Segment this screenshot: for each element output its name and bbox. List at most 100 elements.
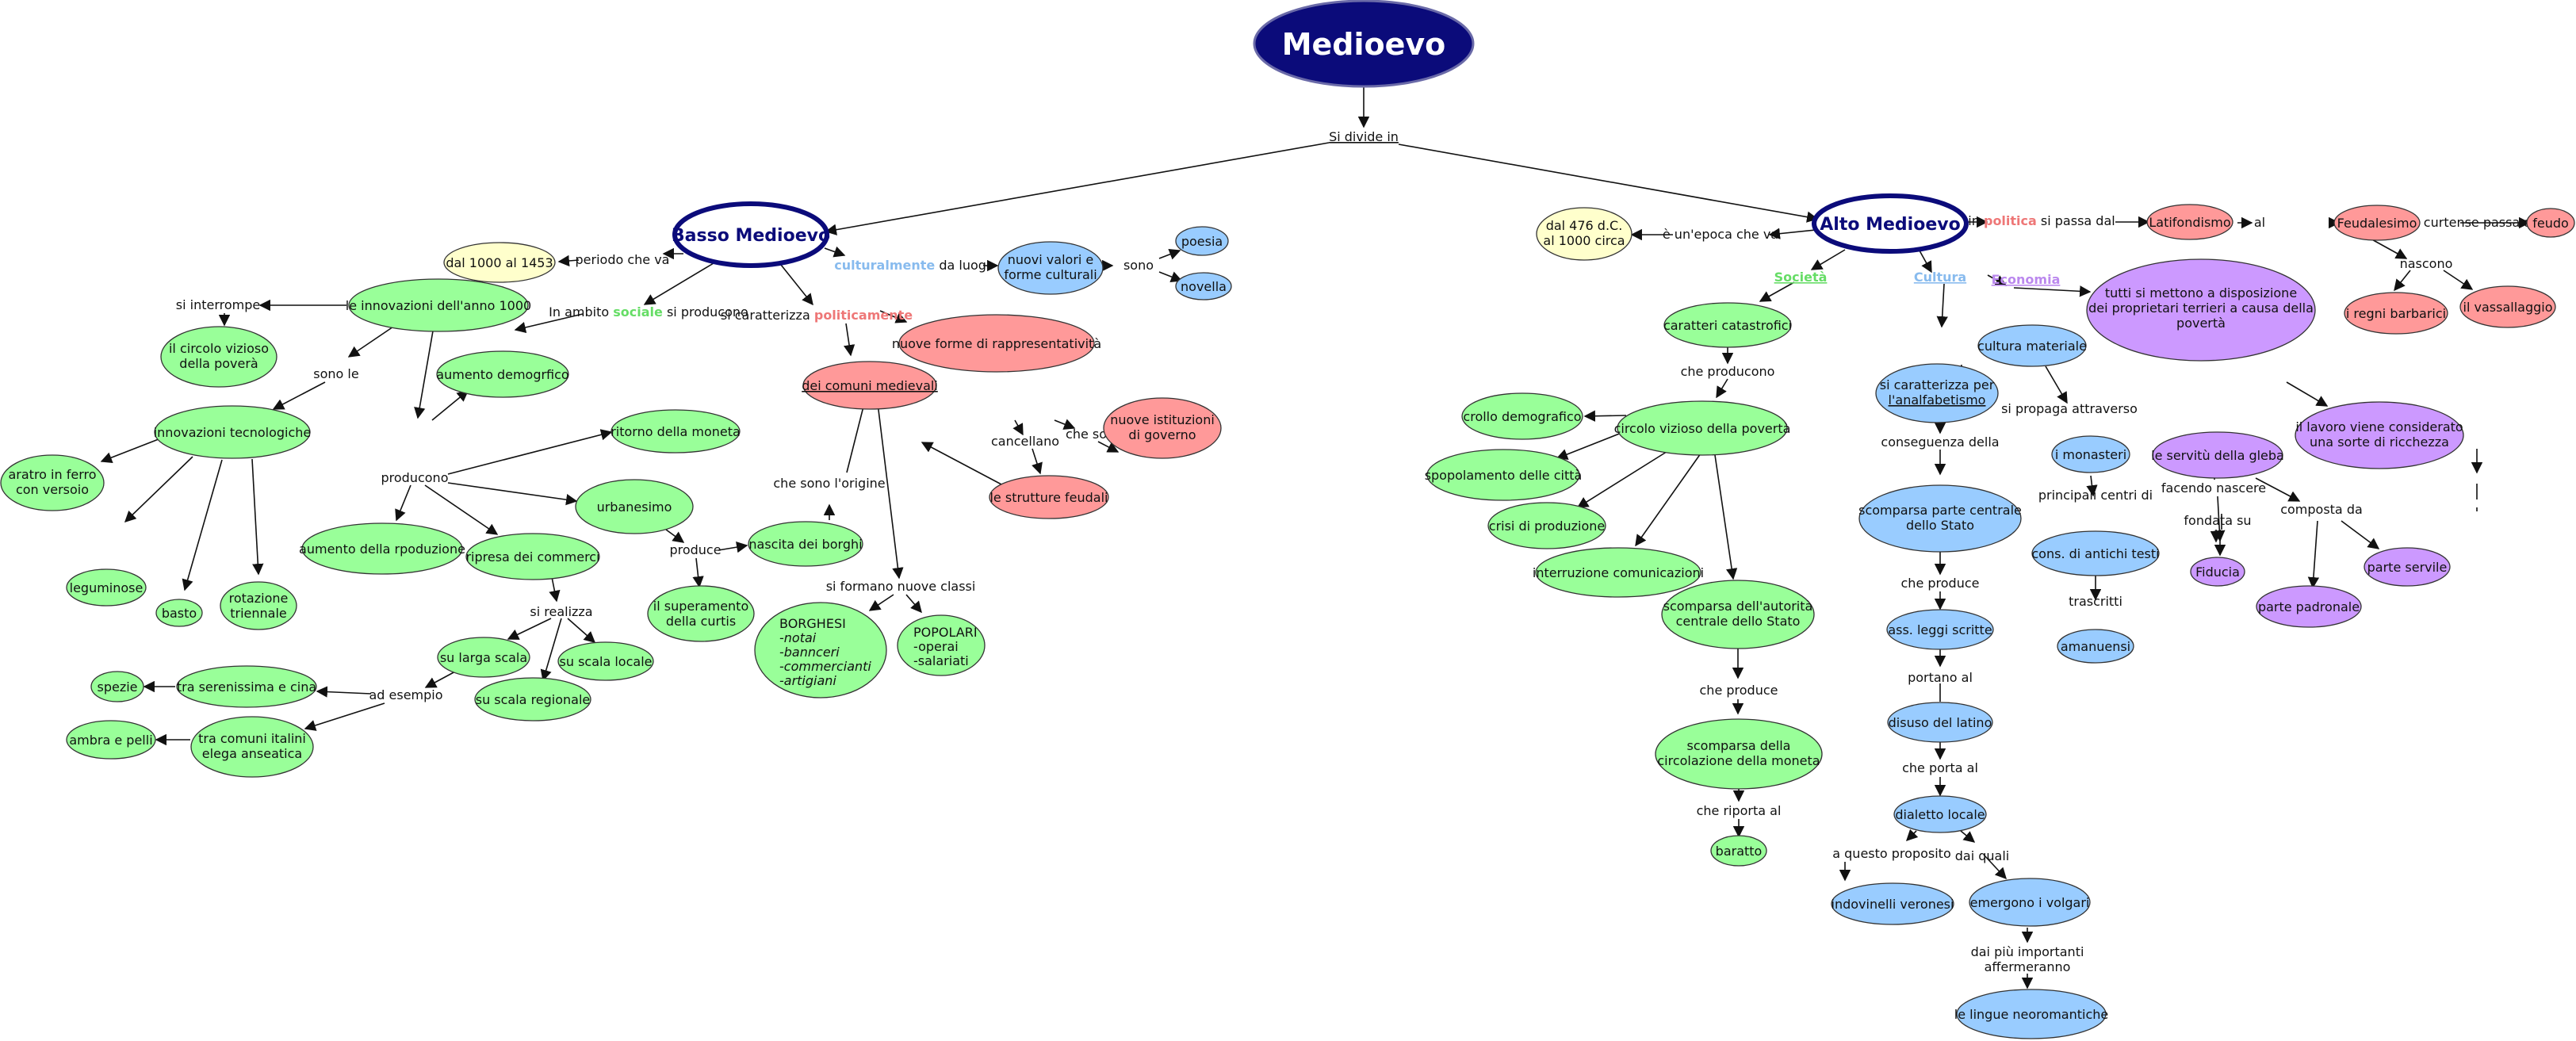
node-innovazioni-1000[interactable]: le innovazioni dell'anno 1000 (346, 278, 531, 332)
node-alto-medioevo[interactable]: Alto Medioevo (1812, 193, 1969, 254)
node-crisi-produzione[interactable]: crisi di produzione (1487, 502, 1606, 549)
label-in: in (1968, 213, 1980, 228)
node-ambra[interactable]: ambra e pelli (66, 720, 156, 760)
node-larga-scala[interactable]: su larga scala (437, 637, 530, 678)
node-lingue-neoromantiche[interactable]: le lingue neoromantiche (1954, 989, 2108, 1039)
label-facendo-nascere: facendo nascere (2161, 480, 2266, 496)
node-aumento-rpoduzione[interactable]: aumento della rpoduzione (299, 522, 465, 575)
node-nascita-borghi[interactable]: nascita dei borghi (748, 521, 863, 567)
node-crollo-demografico[interactable]: crollo demografico (1461, 392, 1583, 440)
node-borghesi[interactable]: BORGHESI -notai -bannceri -commercianti … (754, 602, 887, 698)
node-parte-padronale[interactable]: parte padronale (2256, 585, 2362, 628)
label-che-sono-lorigine: che sono l'origine (773, 476, 885, 491)
node-vassallaggio[interactable]: il vassallaggio (2459, 285, 2556, 328)
node-emergono[interactable]: emergono i volgari (1969, 878, 2091, 927)
node-spezie[interactable]: spezie (90, 671, 144, 702)
label-si-propaga-attraverso: si propaga attraverso (2001, 401, 2138, 416)
node-servitu-gleba[interactable]: le servitù della gleba (2151, 431, 2284, 479)
node-scomparsa-parte-centrale-line-1: scomparsa parte centrale (1858, 503, 2022, 518)
node-basso-medioevo[interactable]: Basso Medioevo (672, 201, 830, 268)
node-indovinelli[interactable]: indovinelli veronesi (1831, 882, 1954, 925)
node-popolari[interactable]: POPOLARI -operai -salariati (897, 614, 986, 676)
node-basto[interactable]: basto (155, 599, 203, 627)
node-ripresa-commerci-text: ripresa dei commerci (465, 549, 599, 565)
node-borghesi-line-5: -artigiani (779, 673, 836, 688)
label-si-formano-nuove-classi: si formano nuove classi (826, 579, 976, 594)
node-nuove-istituzioni-line-2: di governo (1128, 427, 1196, 442)
node-urbanesimo[interactable]: urbanesimo (575, 479, 694, 534)
node-dal-476-line-1: dal 476 d.C. (1546, 218, 1623, 233)
node-innovazioni-tecnologiche[interactable]: innovazioni tecnologiche (154, 405, 312, 459)
node-popolari-line-3: -salariati (913, 653, 969, 668)
node-dialetto[interactable]: dialetto locale (1893, 795, 1987, 833)
node-antichi-testi[interactable]: cons. di antichi testi (2031, 530, 2160, 576)
node-nuove-forme[interactable]: nuove forme di rappresentatività (892, 314, 1101, 373)
node-cultura-materiale[interactable]: cultura materiale (1977, 324, 2087, 367)
node-interruzione-text: interruzione comunicazioni (1533, 565, 1704, 580)
node-feudo[interactable]: feudo (2526, 208, 2575, 238)
node-disposizione-line-3: povertà (2176, 316, 2226, 331)
node-aumento-demogrfico[interactable]: aumento demogrfico (436, 350, 569, 398)
node-regni-barbarici[interactable]: i regni barbarici (2344, 292, 2448, 335)
node-strutture-feudali[interactable]: le strutture feudali (989, 475, 1109, 519)
node-ass-leggi[interactable]: ass. leggi scritte (1886, 609, 1994, 650)
node-caratteri-catastrofici[interactable]: caratteri catastrofici (1663, 302, 1792, 348)
node-scala-regionale[interactable]: su scala regionale (474, 677, 591, 721)
node-dal-1000[interactable]: dal 1000 al 1453 (443, 242, 556, 283)
node-scala-locale[interactable]: su scala locale (557, 641, 654, 681)
node-nascita-borghi-text: nascita dei borghi (748, 537, 862, 552)
node-servitu-gleba-text: le servitù della gleba (2151, 448, 2284, 463)
node-parte-servile[interactable]: parte servile (2364, 547, 2451, 587)
node-strutture-feudali-text: le strutture feudali (989, 490, 1108, 505)
node-leguminose[interactable]: leguminose (66, 568, 147, 607)
node-fiducia[interactable]: Fiducia (2190, 557, 2245, 587)
node-disposizione-line-1: tutti si mettono a disposizione (2105, 285, 2297, 300)
node-aumento-demogrfico-text: aumento demogrfico (436, 367, 568, 382)
node-ritorno-moneta[interactable]: ritorno della moneta (611, 409, 741, 454)
node-crollo-demografico-text: crollo demografico (1463, 409, 1581, 424)
node-scomparsa-parte-centrale-line-2: dello Stato (1906, 518, 1974, 533)
node-medioevo[interactable]: Medioevo (1253, 0, 1475, 88)
node-comuni-medievali[interactable]: dei comuni medievali (802, 361, 938, 410)
node-disuso-latino[interactable]: disuso del latino (1887, 702, 1993, 743)
label-si-passa-dal: si passa dal (2041, 213, 2115, 228)
label-che-porta-al: che porta al (1902, 760, 1978, 775)
node-ritorno-moneta-text: ritorno della moneta (611, 424, 741, 439)
label-politicamente: politicamente (814, 308, 913, 323)
node-spopolamento[interactable]: spopolamento delle città (1425, 449, 1583, 501)
node-dal-476[interactable]: dal 476 d.C.al 1000 circa (1536, 207, 1632, 261)
node-leguminose-text: leguminose (70, 580, 144, 595)
label-in-ambito: In ambito (549, 304, 609, 320)
node-serenissima[interactable]: tra serenissima e cina (176, 665, 317, 708)
node-feudalesimo[interactable]: Feudalesimo (2333, 205, 2421, 241)
node-circolo-vizioso-a[interactable]: circolo vizioso della povertà (1614, 400, 1791, 456)
node-latifondismo-text: Latifondismo (2149, 215, 2230, 230)
node-ripresa-commerci[interactable]: ripresa dei commerci (465, 533, 600, 580)
node-disposizione[interactable]: tutti si mettono a disposizione dei prop… (2086, 258, 2316, 362)
node-dialetto-text: dialetto locale (1895, 807, 1985, 822)
node-poesia[interactable]: poesia (1175, 226, 1229, 256)
node-aumento-rpoduzione-text: aumento della rpoduzione (299, 542, 465, 557)
node-latifondismo[interactable]: Latifondismo (2146, 204, 2233, 240)
node-novella[interactable]: novella (1175, 272, 1232, 300)
label-in-politica: in politica si passa dal (1968, 213, 2115, 228)
node-monasteri[interactable]: i monasteri (2051, 435, 2130, 473)
node-interruzione[interactable]: interruzione comunicazioni (1533, 547, 1704, 598)
node-baratto[interactable]: baratto (1710, 835, 1767, 867)
node-popolari-line-2: -operai (913, 639, 959, 654)
node-basso-medioevo-text: Basso Medioevo (672, 226, 830, 246)
label-e-unepoca-che-va: è un'epoca che va (1663, 227, 1778, 242)
node-amanuensi[interactable]: amanuensi (2057, 629, 2134, 664)
